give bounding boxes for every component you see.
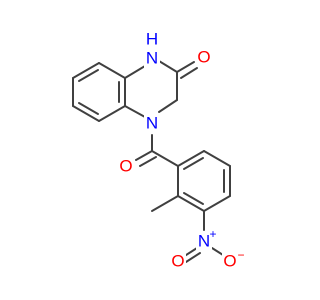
atom-o-nitro-right-label: O <box>223 252 236 271</box>
atom-nh: H N <box>144 30 160 70</box>
atom-n-nitro-label: N <box>198 232 210 251</box>
bond-camide-o-b <box>139 156 157 167</box>
atom-o-amide-label: O <box>119 157 132 176</box>
atom-o-nitro-top: O <box>170 252 186 271</box>
atom-n-ring-label: N <box>146 114 158 133</box>
bond-n4-c4a <box>124 105 146 118</box>
atom-o-nitro-right-charge: − <box>237 248 244 262</box>
bond-ring2-e <box>177 195 205 212</box>
bond-ring1-double-1 <box>78 69 99 82</box>
bond-ring2-double-3 <box>183 192 204 205</box>
atom-n-nitro-charge: + <box>209 227 216 241</box>
bond-c8a-n1 <box>124 65 146 79</box>
atom-o-amide: O <box>118 157 134 176</box>
atom-o-nitro-top-label: O <box>171 252 184 271</box>
bond-ring1-f <box>98 62 126 79</box>
bond-ring2-b <box>203 150 231 167</box>
bond-ring1-d <box>98 105 126 122</box>
atom-o-lactam: O <box>196 48 212 67</box>
bond-ring2-double-1 <box>183 157 204 170</box>
atom-nh-n-label: N <box>146 49 158 68</box>
bond-c3-n4 <box>158 99 178 113</box>
bond-camide-o-a <box>135 150 153 161</box>
atom-n-nitro: N + <box>196 227 217 251</box>
bond-layer <box>72 60 231 263</box>
bond-nnitro-oright <box>211 247 224 256</box>
bond-methyl <box>151 195 179 212</box>
atom-o-nitro-right: O − <box>222 248 245 271</box>
atom-nh-h-label: H <box>146 30 158 49</box>
bond-ring1-double-2 <box>78 102 99 115</box>
bond-ring2-d <box>203 195 231 212</box>
bond-ring1-c <box>72 105 100 122</box>
molecule-structure: H N N O O N + O O − <box>72 30 245 271</box>
atom-n-ring: N <box>144 114 160 133</box>
bond-ring2-a <box>177 150 205 167</box>
bond-c2-o-b <box>180 67 198 79</box>
atom-o-lactam-label: O <box>197 48 210 67</box>
bond-ring1-a <box>72 62 100 79</box>
bond-nnitro-otop-b <box>185 252 201 263</box>
bond-n1-c2 <box>158 60 178 73</box>
bond-c2-o-a <box>176 61 195 73</box>
bond-camide-c1 <box>151 150 179 167</box>
